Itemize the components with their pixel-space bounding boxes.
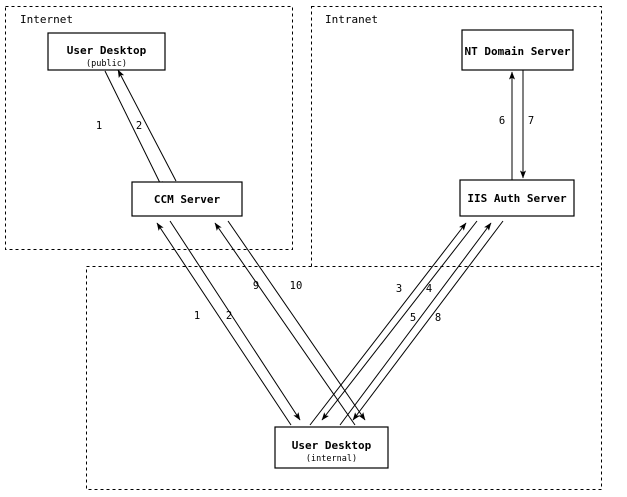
zone-intranet-border bbox=[311, 6, 602, 267]
zone-internal bbox=[86, 266, 602, 490]
connection-iis-nt-domain bbox=[509, 70, 526, 180]
step-label-5: 5 bbox=[410, 312, 416, 324]
flow-line-step-10 bbox=[227, 220, 366, 421]
connection-internal-desktop-ccm-content bbox=[214, 220, 366, 426]
step-label-1-internal: 1 bbox=[194, 310, 200, 322]
zone-internet-border bbox=[5, 6, 293, 250]
flow-line-step-4 bbox=[321, 220, 478, 421]
step-labels: 1 2 6 7 9 10 1 2 3 4 5 8 bbox=[96, 115, 534, 324]
flow-line-step-1-public bbox=[104, 70, 164, 190]
node-user-desktop-public-title: User Desktop bbox=[67, 44, 147, 57]
connection-public-desktop-ccm bbox=[104, 69, 177, 190]
flow-line-step-5 bbox=[339, 222, 492, 426]
zone-internet: Internet bbox=[5, 6, 293, 250]
step-label-4: 4 bbox=[426, 283, 432, 295]
connection-internal-desktop-ccm-auth bbox=[156, 220, 301, 426]
node-user-desktop-public-box[interactable] bbox=[47, 32, 166, 71]
node-user-desktop-public-subtitle: (public) bbox=[86, 59, 127, 69]
step-label-6: 6 bbox=[499, 115, 505, 127]
node-user-desktop-public[interactable]: User Desktop (public) bbox=[47, 32, 166, 71]
zone-internal-border bbox=[86, 266, 602, 490]
node-ccm-server-box[interactable] bbox=[131, 181, 243, 217]
node-iis-auth-server[interactable]: IIS Auth Server bbox=[459, 179, 575, 217]
zone-internet-label: Internet bbox=[20, 13, 73, 26]
node-nt-domain-server-title: NT Domain Server bbox=[465, 45, 571, 58]
node-nt-domain-server[interactable]: NT Domain Server bbox=[461, 29, 574, 71]
flow-line-step-2-internal bbox=[169, 220, 301, 421]
node-user-desktop-internal[interactable]: User Desktop (internal) bbox=[274, 426, 389, 469]
zone-intranet: Intranet bbox=[311, 6, 602, 267]
node-iis-auth-server-title: IIS Auth Server bbox=[467, 192, 567, 205]
node-iis-auth-server-box[interactable] bbox=[459, 179, 575, 217]
step-label-10: 10 bbox=[290, 280, 303, 292]
flow-line-step-2-public bbox=[117, 69, 177, 182]
step-label-3: 3 bbox=[396, 283, 402, 295]
connection-internal-desktop-iis-challenge bbox=[309, 220, 478, 426]
connection-internal-desktop-iis-response bbox=[339, 220, 504, 426]
flow-line-step-3 bbox=[309, 222, 467, 426]
node-user-desktop-internal-title: User Desktop bbox=[292, 439, 372, 452]
step-label-9: 9 bbox=[253, 280, 259, 292]
step-label-2-internal: 2 bbox=[226, 310, 232, 322]
node-user-desktop-internal-subtitle: (internal) bbox=[306, 454, 357, 464]
step-label-2-public: 2 bbox=[136, 120, 142, 132]
flow-line-step-8 bbox=[352, 220, 504, 421]
node-ccm-server[interactable]: CCM Server bbox=[131, 181, 243, 217]
step-label-8: 8 bbox=[435, 312, 441, 324]
node-user-desktop-internal-box[interactable] bbox=[274, 426, 389, 469]
node-ccm-server-title: CCM Server bbox=[154, 193, 221, 206]
flow-line-step-1-internal bbox=[156, 222, 292, 426]
zone-intranet-label: Intranet bbox=[325, 13, 378, 26]
step-label-1-public: 1 bbox=[96, 120, 102, 132]
node-nt-domain-server-box[interactable] bbox=[461, 29, 574, 71]
flow-line-step-9 bbox=[214, 222, 356, 426]
step-label-7: 7 bbox=[528, 115, 534, 127]
